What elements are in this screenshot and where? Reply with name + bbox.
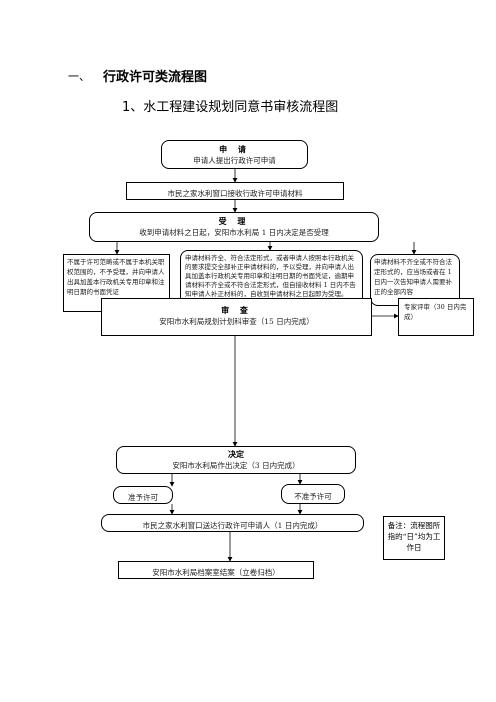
section-title: 行政许可类流程图 xyxy=(103,70,208,85)
accept-outcome-text: 申请材料齐全、符合法定形式，或者申请人按照本行政机关的要求提交全部补正申请材料的… xyxy=(185,254,356,298)
decision-step: 决定 安阳市水利局作出决定（3 日内完成） xyxy=(116,446,356,474)
window-receive-step: 市民之家水利窗口接收行政许可申请材料 xyxy=(126,182,344,200)
supplement-outcome-text: 申请材料不齐全或不符合法定形式的，应当场或者在 1 日内一次告知申请人需要补正的… xyxy=(374,258,452,296)
accept-step: 受 理 收到申请材料之日起，安阳市水利局 1 日内决定是否受理 xyxy=(89,212,379,242)
archive-step: 安阳市水利局档案室结案（立卷归档） xyxy=(118,561,314,579)
deliver-text: 市民之家水利窗口送达行政许可申请人（1 日内完成） xyxy=(142,521,323,530)
reject-outcome-text: 不属于许可范畴或不属于本机关职权范围的，不予受理，并向申请人出具加盖本行政机关专… xyxy=(67,258,165,296)
accept-text: 收到申请材料之日起，安阳市水利局 1 日内决定是否受理 xyxy=(139,228,329,237)
apply-step: 申 请 申请人提出行政许可申请 xyxy=(161,140,308,169)
review-title: 审 查 xyxy=(221,305,252,315)
review-text: 安阳市水利局规划计划科审查（15 日内完成） xyxy=(159,317,314,326)
archive-text: 安阳市水利局档案室结案（立卷归档） xyxy=(152,568,280,577)
deny-text: 不准予许可 xyxy=(294,492,332,501)
decision-text: 安阳市水利局作出决定（3 日内完成） xyxy=(172,461,300,470)
decision-title: 决定 xyxy=(228,449,244,459)
expert-review: 专家评审（30 日内完成） xyxy=(398,298,474,336)
deliver-step: 市民之家水利窗口送达行政许可申请人（1 日内完成） xyxy=(101,514,364,532)
section-number: 一、 xyxy=(68,70,90,83)
accept-title: 受 理 xyxy=(218,216,250,226)
deny-outcome: 不准予许可 xyxy=(281,484,345,504)
chart-title: 1、水工程建设规划同意书审核流程图 xyxy=(122,100,339,115)
expert-review-text: 专家评审（30 日内完成） xyxy=(404,303,467,321)
apply-title: 申 请 xyxy=(219,144,250,154)
window-receive-text: 市民之家水利窗口接收行政许可申请材料 xyxy=(167,189,303,198)
footnote-box: 备注：流程图所指的“日”均为工作日 xyxy=(383,516,445,560)
approve-text: 准予许可 xyxy=(128,493,158,502)
review-step: 审 查 安阳市水利局规划计划科审查（15 日内完成） xyxy=(101,298,372,336)
approve-outcome: 准予许可 xyxy=(113,486,173,504)
apply-text: 申请人提出行政许可申请 xyxy=(193,156,276,165)
footnote-text: 备注：流程图所指的“日”均为工作日 xyxy=(387,521,441,552)
